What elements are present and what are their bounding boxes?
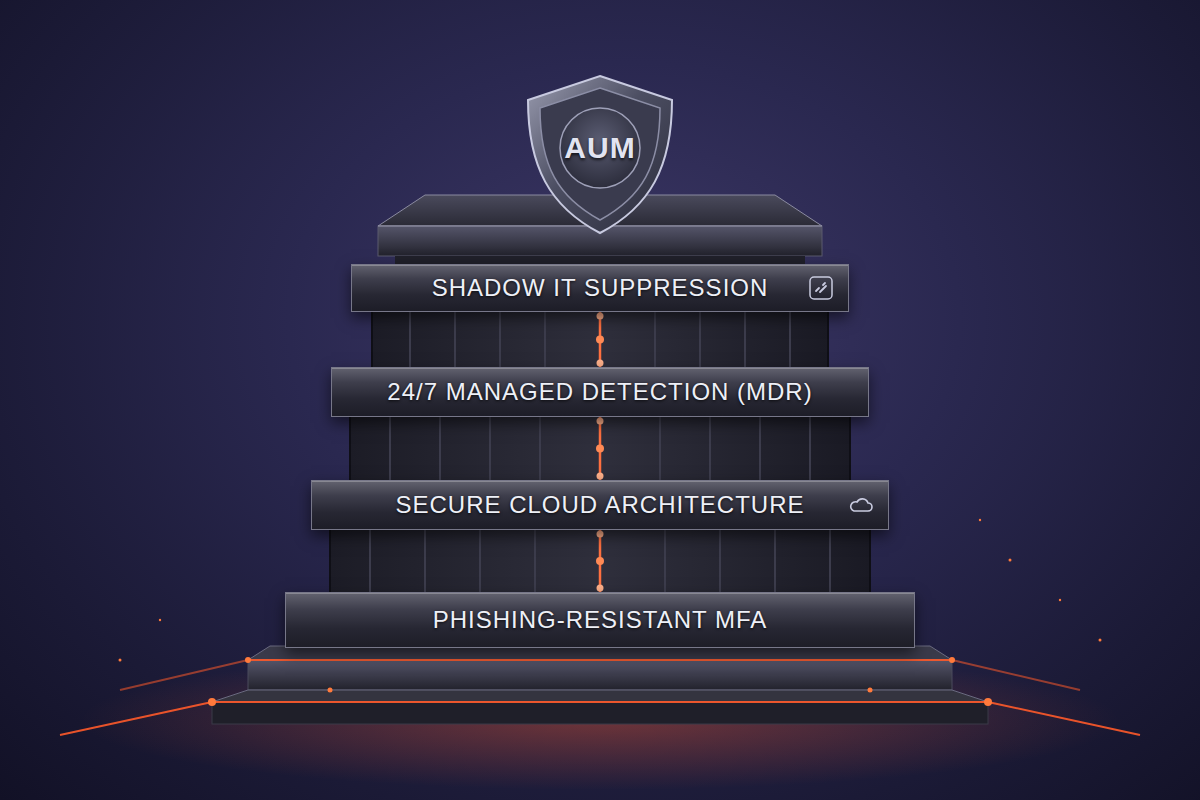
sparkles (119, 519, 1102, 706)
glow-connector (596, 417, 604, 480)
connector-dot (597, 473, 604, 480)
link-icon (808, 275, 834, 301)
columns (330, 311, 870, 594)
connector-dot (597, 531, 604, 538)
band-label: PHISHING-RESISTANT MFA (286, 593, 914, 647)
floor-glow (80, 650, 1120, 790)
base-step (212, 702, 988, 724)
connector-dot (596, 336, 604, 344)
layer-band: 24/7 MANAGED DETECTION (MDR) (331, 367, 869, 417)
shield-label: AUM (520, 131, 680, 165)
shield-badge: AUM (520, 72, 680, 237)
glow-lines (60, 660, 1140, 735)
layer-band: SECURE CLOUD ARCHITECTURE (311, 480, 889, 530)
connector-dot (597, 418, 604, 425)
layer-band: PHISHING-RESISTANT MFA (285, 592, 915, 648)
band-label: SHADOW IT SUPPRESSION (352, 265, 848, 311)
glow-connector (596, 530, 604, 592)
connector-dot (596, 557, 604, 565)
connector-dot (597, 360, 604, 367)
band-label: 24/7 MANAGED DETECTION (MDR) (332, 368, 868, 416)
connector-glow (596, 417, 604, 480)
connector-dot (596, 445, 604, 453)
connector-glow (596, 312, 604, 367)
layer-band: SHADOW IT SUPPRESSION (351, 264, 849, 312)
glow-connector (596, 312, 604, 367)
connector-glow (596, 530, 604, 592)
connector-dot (597, 313, 604, 320)
base-step (248, 660, 952, 690)
band-label: SECURE CLOUD ARCHITECTURE (312, 481, 888, 529)
base-step-top (248, 646, 952, 660)
cloud-icon (848, 492, 874, 518)
connector-dot (597, 585, 604, 592)
